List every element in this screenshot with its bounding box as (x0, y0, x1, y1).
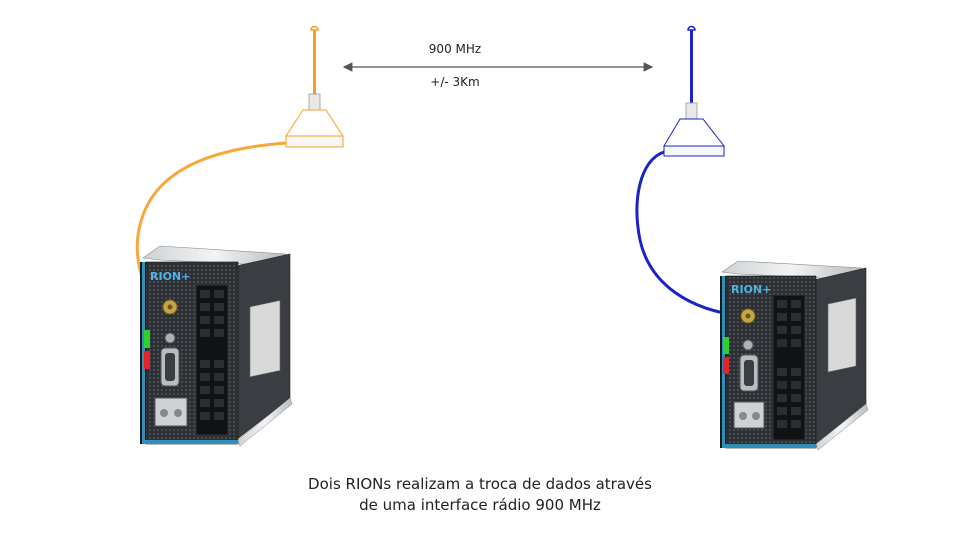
device-left-brand: RION+ (150, 270, 190, 283)
antenna-left (285, 25, 344, 148)
status-led-red (723, 357, 729, 374)
status-led-green (723, 337, 729, 354)
terminal-blocks (195, 284, 229, 436)
rion-device-right: RION+ (720, 260, 869, 451)
diagram-caption: Dois RIONs realizam a troca de dados atr… (240, 474, 720, 516)
range-label: +/- 3Km (430, 75, 480, 89)
rion-device-left: RION+ (140, 245, 293, 447)
power-terminal (154, 397, 188, 427)
caption-line-2: de uma interface rádio 900 MHz (359, 496, 601, 514)
frequency-label: 900 MHz (428, 42, 482, 56)
status-led-green (144, 330, 150, 348)
device-right-brand: RION+ (731, 283, 771, 296)
antenna-right (663, 25, 726, 157)
cable-right (635, 150, 743, 318)
status-led-red (144, 351, 150, 369)
caption-line-1: Dois RIONs realizam a troca de dados atr… (308, 475, 652, 493)
terminal-blocks (772, 294, 806, 441)
